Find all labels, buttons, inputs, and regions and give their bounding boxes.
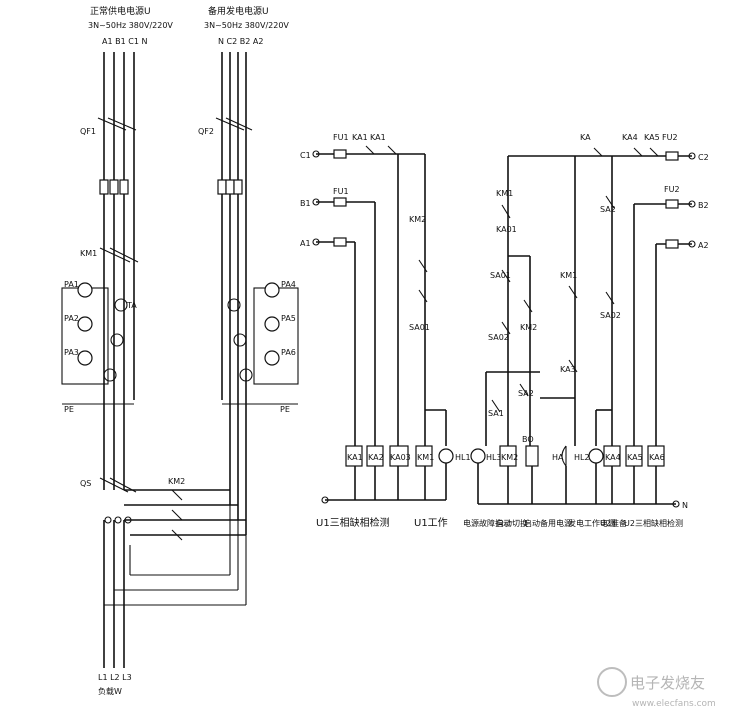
a1-input-label: A1 — [300, 239, 311, 248]
pa5-label: PA5 — [281, 314, 296, 323]
pa6-label: PA6 — [281, 348, 296, 357]
watermark-logo-icon — [597, 667, 627, 697]
ka3-contact: KA3 — [560, 365, 576, 374]
km1-coil-label: KM1 — [417, 453, 434, 462]
caption-auto-switch: 自动切换 — [496, 518, 528, 528]
fu1-label-top: FU1 — [333, 133, 349, 142]
standby-source-title: 备用发电电源U — [208, 5, 269, 17]
standby-source-phases: N C2 B2 A2 — [218, 37, 263, 46]
ka1-coil-label: KA1 — [347, 453, 363, 462]
standby-source-spec: 3N~50Hz 380V/220V — [204, 21, 289, 30]
sa02-contact: SA02 — [488, 333, 509, 342]
bo-label: BO — [522, 435, 534, 444]
pe-label-right: PE — [280, 405, 290, 414]
ka01-contact: KA01 — [496, 225, 517, 234]
load-title-label: 负载W — [98, 686, 122, 696]
ta-label-left: TA — [126, 301, 137, 310]
pa4-label: PA4 — [281, 280, 296, 289]
hl3-lamp-label: HL3 — [486, 453, 502, 462]
ka5-coil-label: KA5 — [627, 453, 643, 462]
km2-mid-label: KM2 — [168, 477, 185, 486]
sa1-contact: SA1 — [488, 409, 504, 418]
pe-label-left: PE — [64, 405, 74, 414]
fuse-blocks — [99, 179, 243, 195]
b2-output-label: B2 — [698, 201, 709, 210]
ka4-coil-label: KA4 — [605, 453, 621, 462]
a2-output-label: A2 — [698, 241, 709, 250]
km1-contact-ctrl2: KM1 — [496, 189, 513, 198]
watermark-url: www.elecfans.com — [632, 699, 716, 709]
control-circuit-1: C1 B1 A1 FU1 FU1 KA1 KA1 KM2 SA01 — [300, 133, 471, 529]
b1-input-label: B1 — [300, 199, 311, 208]
ka4-top-label: KA4 — [622, 133, 638, 142]
main-source-title: 正常供电电源U — [90, 5, 151, 17]
standby-bus — [221, 52, 247, 535]
km1-label: KM1 — [80, 249, 97, 258]
fu1-label-mid: FU1 — [333, 187, 349, 196]
km1-contact-b: KM1 — [560, 271, 577, 280]
sa2-contact-b: SA2 — [600, 205, 616, 214]
pa2-label: PA2 — [64, 314, 79, 323]
sa01-contact-ctrl2: SA01 — [490, 271, 511, 280]
km1-contactor: KM1 — [80, 247, 139, 263]
ka6-coil-label: KA6 — [649, 453, 665, 462]
power-circuit: 正常供电电源U 3N~50Hz 380V/220V A1 B1 C1 N 备用发… — [61, 5, 299, 696]
load-phases-label: L1 L2 L3 — [98, 673, 132, 682]
ha-horn-label: HA — [552, 453, 564, 462]
main-source-spec: 3N~50Hz 380V/220V — [88, 21, 173, 30]
caption-gen-work: 发电工作电源 — [568, 518, 616, 528]
sa2-contact: SA2 — [518, 389, 534, 398]
qs-switch: QS — [80, 477, 137, 524]
c1-input-label: C1 — [300, 151, 311, 160]
main-source-phases: A1 B1 C1 N — [102, 37, 147, 46]
watermark-site: 电子发烧友 — [630, 674, 705, 692]
fu2-mid-label: FU2 — [664, 185, 680, 194]
qs-label: QS — [80, 479, 91, 488]
qf1-label: QF1 — [80, 127, 96, 136]
ctrl1-coils: KA1 KA2 KA03 KM1 HL1 — [345, 445, 471, 467]
caption-start-standby: 启动备用电源 — [524, 518, 572, 528]
qf2-breaker: QF2 — [198, 117, 253, 136]
ctrl2-elements: HL3 KM2 BO HA HL2 KA4 KA5 KA6 — [470, 435, 665, 467]
sa01-contact-ctrl1: SA01 — [409, 323, 430, 332]
ka1-top2-label: KA1 — [370, 133, 386, 142]
pe-left: PE — [62, 403, 134, 414]
ctrl1-caption-phase-loss: U1三相缺相检测 — [316, 516, 390, 529]
transfer-wiring — [103, 489, 247, 668]
ammeters-left: PA1 PA2 PA3 TA — [61, 280, 137, 385]
ka1-top-label: KA1 — [352, 133, 368, 142]
qf1-breaker: QF1 — [80, 117, 137, 136]
ka2-coil-label: KA2 — [368, 453, 384, 462]
c2-output-label: C2 — [698, 153, 709, 162]
caption-u2-ready: U2准备 — [600, 518, 627, 528]
pe-right: PE — [222, 403, 298, 414]
ka03-coil-label: KA03 — [390, 453, 411, 462]
sa02-contact-b: SA02 — [600, 311, 621, 320]
pa1-label: PA1 — [64, 280, 79, 289]
ka5-top-label: KA5 — [644, 133, 660, 142]
km2-coil-label: KM2 — [501, 453, 518, 462]
caption-power-fault: 电源故障指示 — [463, 518, 511, 528]
km2-contact-ctrl2: KM2 — [520, 323, 537, 332]
km2-contactor: KM2 — [168, 477, 185, 541]
hl2-lamp-label: HL2 — [574, 453, 590, 462]
ctrl1-caption-u1-work: U1工作 — [414, 517, 448, 529]
n-label-ctrl2: N — [682, 501, 688, 510]
km2-contact-ctrl1: KM2 — [409, 215, 426, 224]
hl1-lamp-label: HL1 — [455, 453, 471, 462]
control-circuit-2: KA KA4 KA5 FU2 FU2 C2 B2 A2 KM1 KA01 SA0… — [463, 133, 709, 528]
watermark: 电子发烧友 www.elecfans.com — [597, 667, 716, 709]
fu2-top-label: FU2 — [662, 133, 678, 142]
ka-top-label: KA — [580, 133, 591, 142]
caption-u2-phase-loss: U2三相缺相检测 — [624, 518, 683, 528]
pa3-label: PA3 — [64, 348, 79, 357]
ammeters-right: PA4 PA5 PA6 — [227, 280, 299, 385]
qf2-label: QF2 — [198, 127, 214, 136]
